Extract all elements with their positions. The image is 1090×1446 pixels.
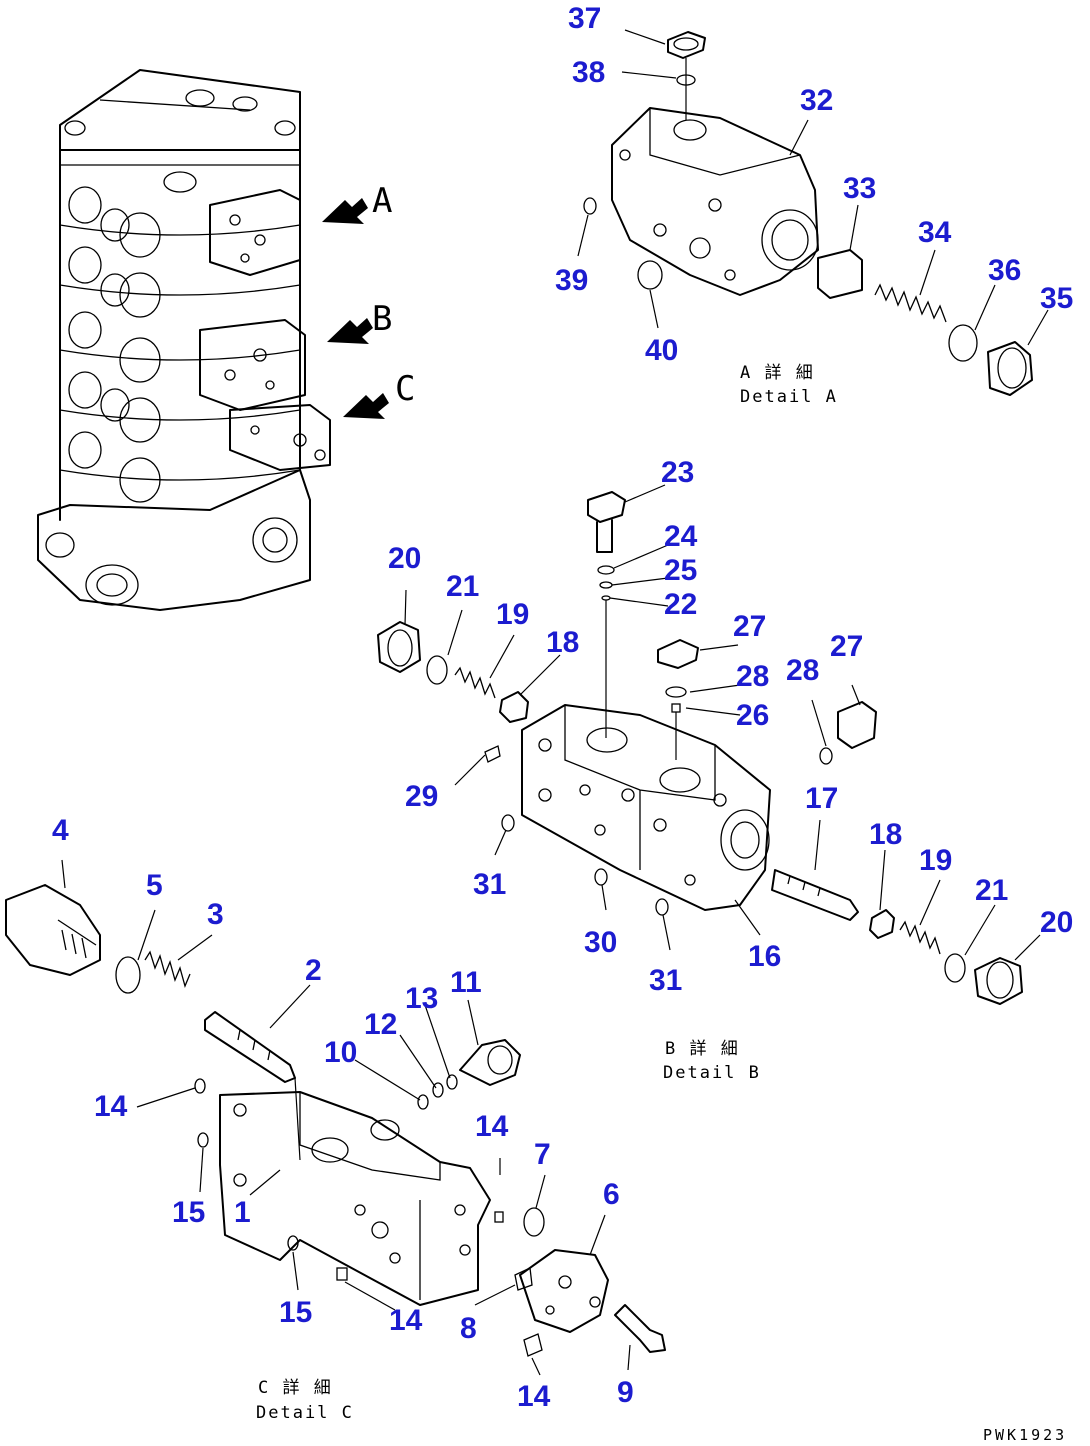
detail-c-drawing <box>5 884 666 1357</box>
part-number-17: 17 <box>805 782 838 815</box>
part-number-labels: 37 38 32 33 34 36 35 39 40 23 24 25 22 2… <box>52 2 1073 1413</box>
part-number-39: 39 <box>555 264 588 297</box>
part-number-31-b: 31 <box>649 964 682 997</box>
part-number-15: 15 <box>172 1196 205 1229</box>
part-number-8: 8 <box>460 1312 477 1345</box>
part-number-6: 6 <box>603 1178 620 1211</box>
part-number-32: 32 <box>800 84 833 117</box>
part-number-10: 10 <box>324 1036 357 1069</box>
part-number-11: 11 <box>450 966 482 999</box>
callout-arrow-b <box>327 318 373 344</box>
detail-a-title-en: Detail A <box>740 387 838 407</box>
detail-c-leader-lines <box>61 859 631 1376</box>
part-number-36: 36 <box>988 254 1021 287</box>
part-number-33: 33 <box>843 172 876 205</box>
callout-letter-a: A <box>372 181 392 221</box>
callout-letter-c: C <box>395 369 415 409</box>
part-number-3: 3 <box>207 898 224 931</box>
detail-b-title-en: Detail B <box>663 1063 761 1083</box>
part-number-20: 20 <box>388 542 421 575</box>
part-number-14-b: 14 <box>475 1110 509 1143</box>
part-number-5: 5 <box>146 869 163 902</box>
part-number-14-c: 14 <box>389 1304 423 1337</box>
part-number-14: 14 <box>94 1090 128 1123</box>
part-number-19: 19 <box>496 598 529 631</box>
callout-arrow-c <box>343 393 389 419</box>
part-number-26: 26 <box>736 699 769 732</box>
part-number-28: 28 <box>736 660 769 693</box>
part-number-12: 12 <box>364 1008 397 1041</box>
callout-letter-b: B <box>372 299 392 339</box>
part-number-1: 1 <box>234 1196 251 1229</box>
detail-b-title-jp: B 詳 細 <box>665 1039 740 1059</box>
part-number-29: 29 <box>405 780 438 813</box>
part-number-38: 38 <box>572 56 605 89</box>
part-number-23: 23 <box>661 456 694 489</box>
part-number-31: 31 <box>473 868 506 901</box>
part-number-28-b: 28 <box>786 654 819 687</box>
part-number-7: 7 <box>534 1138 551 1171</box>
detail-c-title-jp: C 詳 細 <box>258 1378 333 1398</box>
part-number-27: 27 <box>733 610 766 643</box>
part-number-25: 25 <box>664 554 697 587</box>
detail-a-leader-lines <box>577 29 1049 346</box>
part-number-21-b: 21 <box>975 874 1008 907</box>
part-number-18-b: 18 <box>869 818 902 851</box>
part-number-40: 40 <box>645 334 678 367</box>
part-number-14-d: 14 <box>517 1380 551 1413</box>
part-number-24: 24 <box>664 520 698 553</box>
part-number-18: 18 <box>546 626 579 659</box>
detail-a-drawing <box>583 31 1033 396</box>
detail-b-drawing <box>377 491 1023 1005</box>
part-number-34: 34 <box>918 216 952 249</box>
part-number-13: 13 <box>405 982 438 1015</box>
part-number-16: 16 <box>748 940 781 973</box>
part-number-27-b: 27 <box>830 630 863 663</box>
part-number-20-b: 20 <box>1040 906 1073 939</box>
callout-arrow-a <box>322 198 368 224</box>
part-number-9: 9 <box>617 1376 634 1409</box>
part-number-4: 4 <box>52 814 69 847</box>
detail-c-title-en: Detail C <box>256 1403 354 1423</box>
drawing-code: PWK1923 <box>983 1426 1067 1444</box>
part-number-37: 37 <box>568 2 601 35</box>
part-number-15-b: 15 <box>279 1296 312 1329</box>
detail-a-title-jp: A 詳 細 <box>740 363 815 383</box>
main-control-valve-drawing <box>37 69 331 611</box>
part-number-30: 30 <box>584 926 617 959</box>
part-number-22: 22 <box>664 588 697 621</box>
detail-b-leader-lines <box>404 484 1041 961</box>
part-number-21: 21 <box>446 570 479 603</box>
part-number-2: 2 <box>305 954 322 987</box>
part-number-35: 35 <box>1040 282 1073 315</box>
part-number-19-b: 19 <box>919 844 952 877</box>
